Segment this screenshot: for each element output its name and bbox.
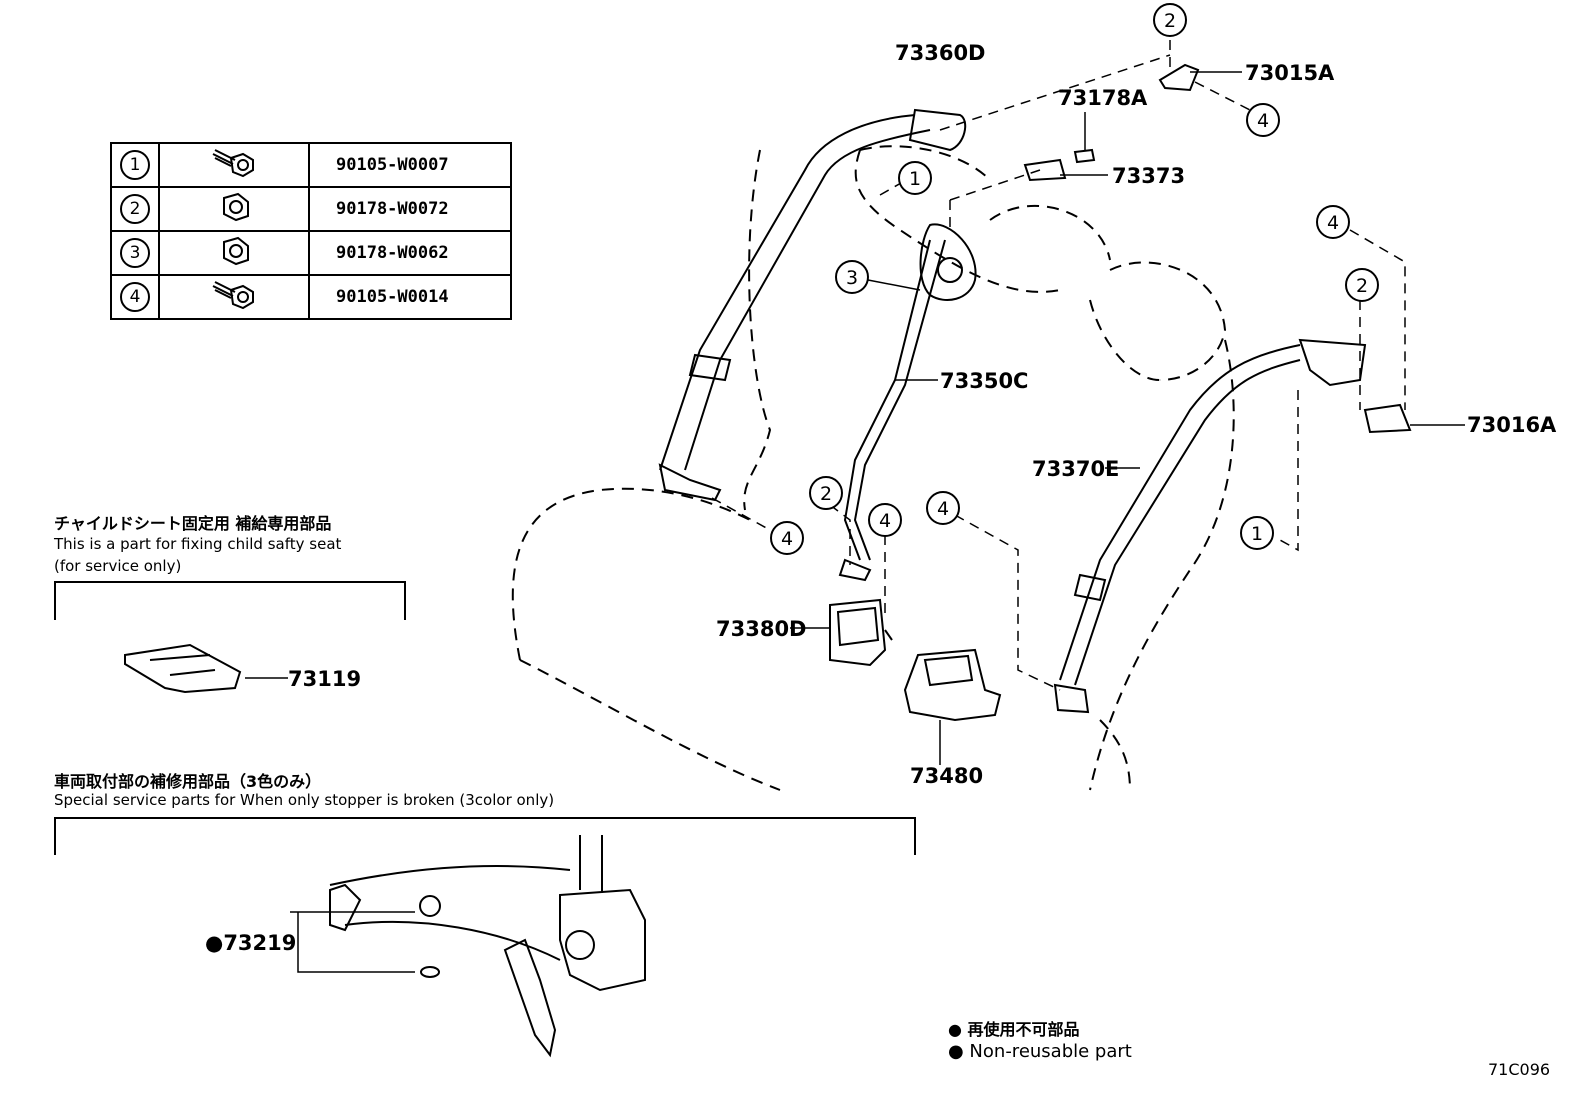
nut-icon [223, 236, 249, 266]
label-73360D: 73360D [895, 41, 986, 65]
rear-seat-outline [511, 145, 1235, 791]
table-row: 4 90105-W0014 [110, 274, 512, 320]
part-number: 90178-W0062 [308, 230, 512, 276]
callout-4-mid: 4 [926, 491, 960, 525]
table-row: 3 90178-W0062 [110, 230, 512, 276]
buckle-73380D [829, 598, 893, 667]
label-73350C: 73350C [940, 369, 1028, 393]
solid-leaders [245, 71, 1465, 973]
child-seat-note-service: (for service only) [54, 557, 182, 575]
callout-1-right: 1 [1240, 516, 1274, 550]
svg-text:1: 1 [909, 168, 921, 190]
legend-jp: ● 再使用不可部品 [948, 1020, 1080, 1039]
svg-text:4: 4 [1327, 212, 1339, 234]
svg-text:1: 1 [1251, 523, 1263, 545]
row-number: 4 [120, 282, 150, 312]
bolt-icon [212, 149, 254, 178]
belt-73360D [658, 108, 967, 502]
callout-1-left: 1 [898, 161, 932, 195]
table-row: 1 90105-W0007 [110, 142, 512, 188]
belt-73350C [838, 223, 977, 582]
legend-en: ● Non-reusable part [948, 1041, 1132, 1062]
row-number: 2 [120, 194, 150, 224]
svg-text:4: 4 [879, 510, 891, 532]
label-73380D: 73380D [716, 617, 807, 641]
part-labels: 73360D 73015A 73178A 73373 73350C 73016A… [205, 41, 1557, 955]
bolt-icon [212, 281, 254, 310]
callout-3: 3 [835, 260, 869, 294]
callout-4-center: 4 [868, 503, 902, 537]
svg-text:2: 2 [1356, 275, 1368, 297]
bracket-73015A [1158, 63, 1200, 92]
label-73016A: 73016A [1467, 413, 1557, 437]
svg-text:4: 4 [781, 528, 793, 550]
callout-2-center: 2 [809, 476, 843, 510]
table-row: 2 90178-W0072 [110, 186, 512, 232]
callouts: 2 4 1 3 4 2 2 4 4 4 1 [770, 3, 1379, 555]
buckle-73480 [903, 648, 1002, 722]
stopper-note-jp: 車両取付部の補修用部品（3色のみ） [54, 772, 322, 791]
label-73370E: 73370E [1032, 457, 1119, 481]
label-73480: 73480 [910, 764, 983, 788]
stopper-note-en: Special service parts for When only stop… [54, 791, 555, 809]
fastener-table: 1 90105-W0007 2 90178-W0072 3 90178-W006… [110, 142, 512, 320]
label-73119: 73119 [288, 667, 361, 691]
callout-4-top: 4 [1246, 103, 1280, 137]
child-seat-note-jp: チャイルドシート固定用 補給専用部品 [54, 514, 332, 533]
child-seat-note-en: This is a part for fixing child safty se… [54, 535, 342, 553]
svg-text:3: 3 [846, 267, 858, 289]
callout-4-right-top: 4 [1316, 205, 1350, 239]
svg-text:4: 4 [1257, 110, 1269, 132]
label-73219: ●73219 [205, 931, 296, 955]
part-number: 90105-W0014 [308, 274, 512, 320]
label-73373: 73373 [1112, 164, 1185, 188]
label-73178A: 73178A [1058, 86, 1148, 110]
part-number: 90178-W0072 [308, 186, 512, 232]
child-seat-inset [54, 581, 406, 694]
row-number: 1 [120, 150, 150, 180]
part-number: 90105-W0007 [308, 142, 512, 188]
callout-2-top: 2 [1153, 3, 1187, 37]
stopper-inset [54, 817, 916, 1058]
nut-icon [223, 192, 249, 222]
row-number: 3 [120, 238, 150, 268]
label-73015A: 73015A [1245, 61, 1335, 85]
cover-73373 [1023, 148, 1096, 182]
callout-4-left: 4 [770, 521, 804, 555]
belt-73370E [1053, 338, 1412, 714]
leader-lines [711, 40, 1406, 691]
figure-code: 71C096 [1488, 1060, 1551, 1079]
svg-text:4: 4 [937, 498, 949, 520]
svg-text:2: 2 [1164, 10, 1176, 32]
callout-2-right: 2 [1345, 268, 1379, 302]
svg-text:2: 2 [820, 483, 832, 505]
